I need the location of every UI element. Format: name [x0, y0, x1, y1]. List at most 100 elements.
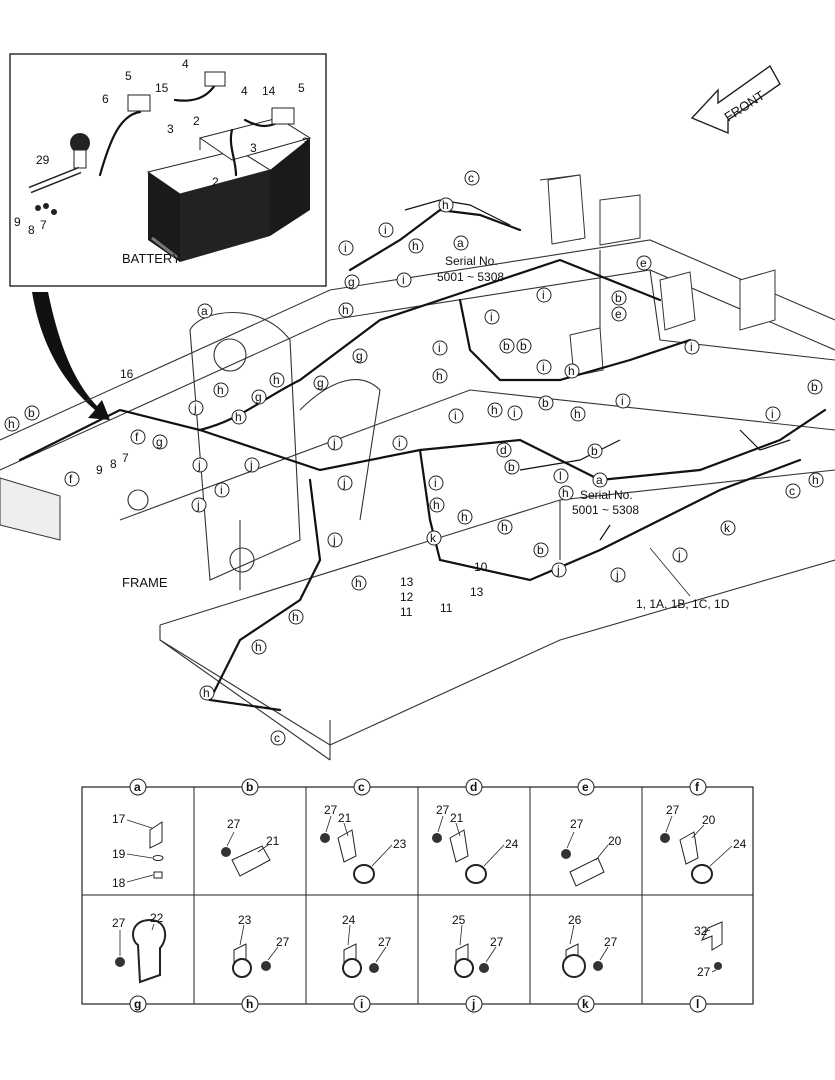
- marker-h: h: [269, 372, 285, 388]
- svg-text:b: b: [537, 543, 544, 557]
- callout-battery-4a: 4: [182, 57, 189, 71]
- marker-h: h: [199, 685, 215, 701]
- marker-h: h: [408, 238, 424, 254]
- svg-text:e: e: [615, 307, 622, 321]
- marker-j: j: [610, 567, 626, 583]
- clamp-cell-h: 23 27: [232, 913, 290, 978]
- svg-text:l: l: [559, 469, 562, 483]
- svg-text:h: h: [491, 403, 498, 417]
- battery-right: [198, 117, 312, 236]
- marker-b: b: [504, 459, 520, 475]
- serial-bottom-line1: Serial No.: [580, 488, 633, 502]
- svg-text:j: j: [677, 548, 681, 562]
- table-key-j: j: [465, 995, 483, 1013]
- marker-l: l: [553, 468, 569, 484]
- table-key-d: d: [465, 778, 483, 796]
- callout-13a: 13: [400, 575, 414, 589]
- clamp-cell-a: 17 19 18: [112, 812, 164, 890]
- clamp-cell-e: 27 20: [561, 817, 622, 887]
- clamp-cell-f: 27 20 24: [660, 803, 747, 884]
- machine-frame: [0, 174, 835, 761]
- marker-h: h: [487, 402, 503, 418]
- callout-battery-5a: 5: [125, 69, 132, 83]
- callout-7: 7: [122, 451, 129, 465]
- svg-text:h: h: [412, 239, 419, 253]
- front-arrow: FRONT: [690, 64, 781, 135]
- svg-text:20: 20: [608, 834, 622, 848]
- marker-h: h: [251, 639, 267, 655]
- inset-pointer-arrow: [32, 292, 110, 420]
- svg-text:22: 22: [150, 911, 164, 925]
- callout-11b: 11: [440, 601, 453, 615]
- marker-h: h: [338, 302, 354, 318]
- svg-text:27: 27: [490, 935, 504, 949]
- table-key-b: b: [241, 778, 259, 796]
- svg-text:27: 27: [570, 817, 584, 831]
- svg-text:i: i: [398, 436, 401, 450]
- svg-text:24: 24: [505, 837, 519, 851]
- svg-text:j: j: [332, 436, 336, 450]
- marker-b: b: [533, 542, 549, 558]
- marker-h: h: [438, 197, 454, 213]
- svg-text:h: h: [235, 410, 242, 424]
- callout-12: 12: [400, 590, 414, 604]
- svg-text:g: g: [156, 435, 163, 449]
- marker-b: b: [24, 405, 40, 421]
- serial-top-line2: 5001 ~ 5308: [437, 270, 504, 284]
- svg-text:25: 25: [452, 913, 466, 927]
- wire-harness: [18, 199, 827, 712]
- marker-i: i: [484, 309, 500, 325]
- marker-b: b: [538, 395, 554, 411]
- svg-text:27: 27: [436, 803, 450, 817]
- svg-text:a: a: [457, 236, 464, 250]
- svg-text:j: j: [332, 533, 336, 547]
- serial-top-line1: Serial No.: [445, 254, 498, 268]
- svg-text:b: b: [28, 406, 35, 420]
- marker-j: j: [337, 475, 353, 491]
- marker-b: b: [587, 443, 603, 459]
- callout-battery-3b: 3: [302, 135, 309, 149]
- marker-h: h: [432, 368, 448, 384]
- svg-text:i: i: [360, 997, 363, 1011]
- clamp-cell-l: 32 27: [694, 921, 723, 979]
- marker-i: i: [448, 408, 464, 424]
- svg-text:c: c: [358, 780, 365, 794]
- svg-text:j: j: [249, 458, 253, 472]
- marker-h: h: [288, 609, 304, 625]
- clamp-cell-j: 25 27: [452, 913, 504, 978]
- marker-j: j: [188, 400, 204, 416]
- callout-battery-7: 7: [40, 218, 47, 232]
- svg-text:h: h: [436, 369, 443, 383]
- callout-11a: 11: [400, 605, 413, 619]
- marker-h: h: [497, 519, 513, 535]
- svg-text:21: 21: [338, 811, 352, 825]
- table-key-e: e: [577, 778, 595, 796]
- svg-text:i: i: [438, 341, 441, 355]
- svg-text:j: j: [556, 563, 560, 577]
- svg-text:i: i: [490, 310, 493, 324]
- svg-text:i: i: [542, 360, 545, 374]
- marker-i: i: [536, 287, 552, 303]
- svg-text:27: 27: [227, 817, 241, 831]
- table-key-i: i: [353, 995, 371, 1013]
- svg-text:j: j: [196, 498, 200, 512]
- svg-text:b: b: [591, 444, 598, 458]
- svg-text:k: k: [430, 531, 437, 545]
- callout-battery-6: 6: [102, 92, 109, 106]
- marker-h: h: [570, 406, 586, 422]
- battery-left: [146, 149, 272, 262]
- svg-text:h: h: [342, 303, 349, 317]
- marker-i: i: [378, 222, 394, 238]
- svg-text:i: i: [344, 241, 347, 255]
- svg-text:h: h: [574, 407, 581, 421]
- marker-h: h: [429, 497, 445, 513]
- frame-clamp-markers: c h i i h i g h i g a h h g b h f g f j …: [4, 170, 824, 746]
- svg-text:h: h: [246, 997, 253, 1011]
- table-key-l: l: [689, 995, 707, 1013]
- marker-j: j: [551, 562, 567, 578]
- svg-text:27: 27: [276, 935, 290, 949]
- clamp-cell-c: 27 21 23: [320, 803, 407, 884]
- svg-text:g: g: [317, 376, 324, 390]
- svg-text:h: h: [433, 498, 440, 512]
- svg-text:b: b: [508, 460, 515, 474]
